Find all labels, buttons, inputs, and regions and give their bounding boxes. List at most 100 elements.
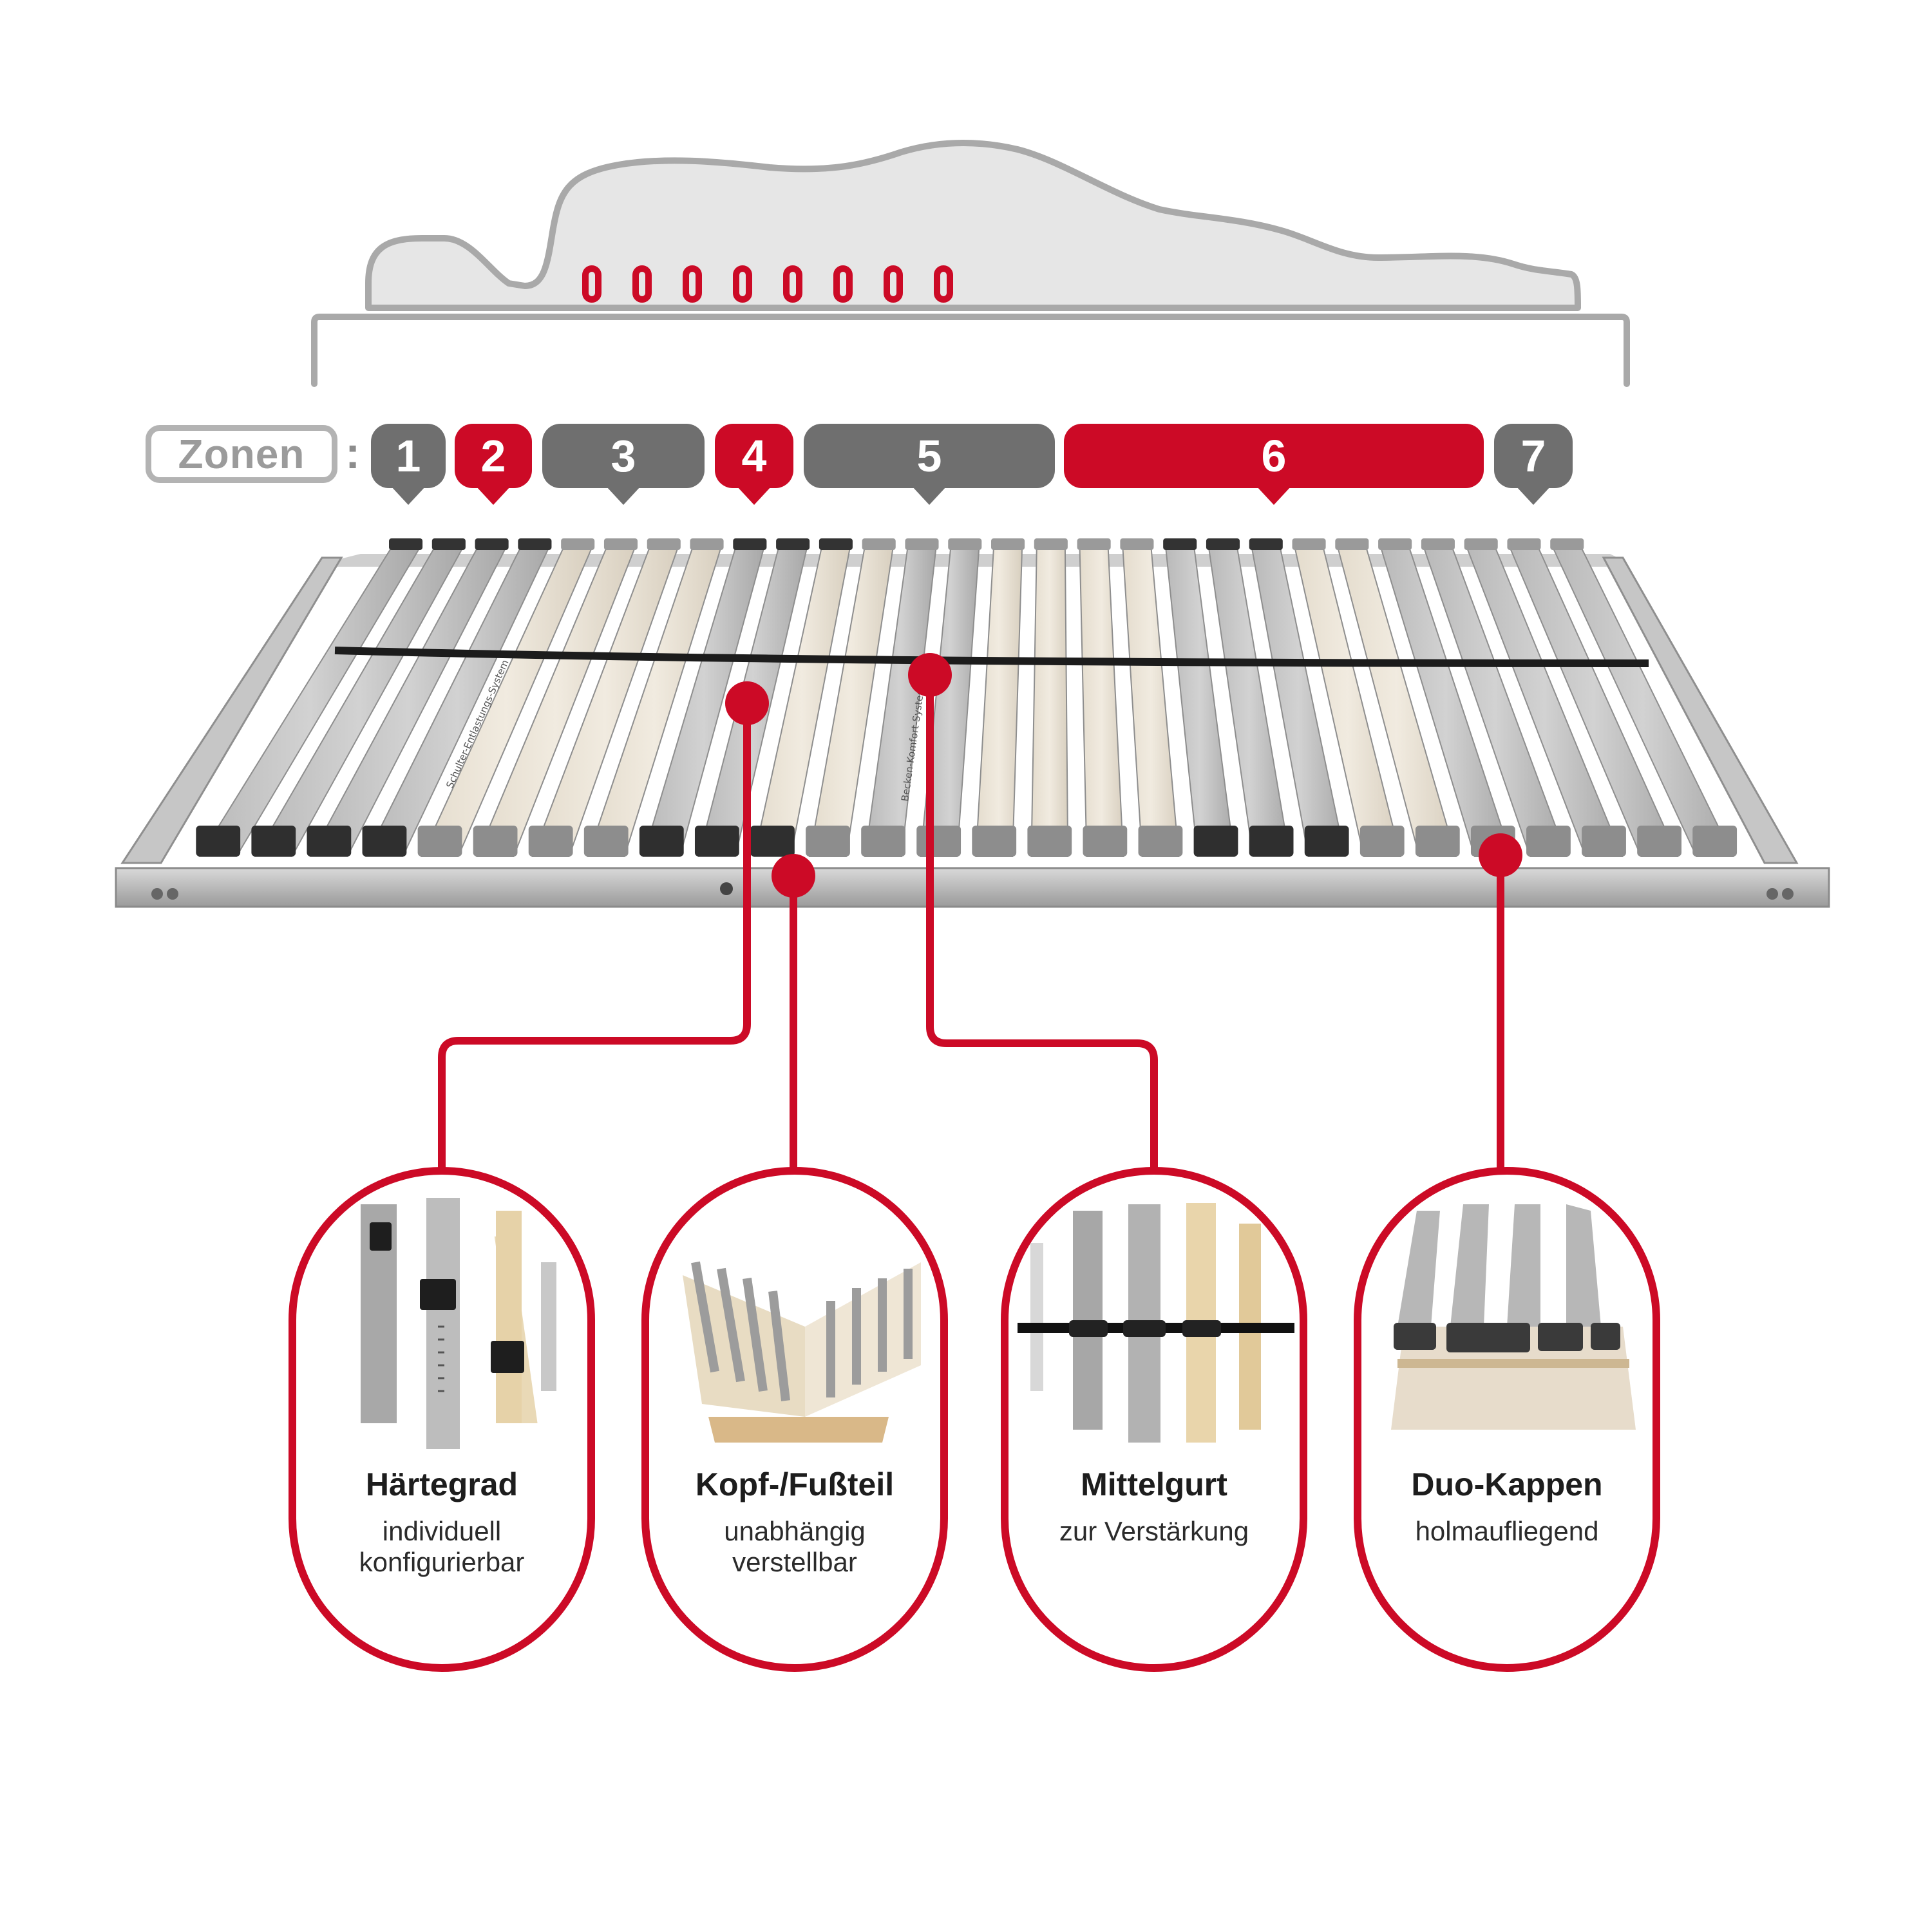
slat-cap-top: [1378, 538, 1412, 550]
slat-cap: [528, 826, 573, 857]
rail-screw-left: [151, 888, 163, 900]
feature-subtitle-haertegrad: individuell konfigurierbar: [359, 1516, 525, 1577]
zone-5: 5: [804, 424, 1055, 505]
rail-screw-left-2: [167, 888, 178, 900]
slat-cap: [1138, 826, 1183, 857]
slat-cap-top: [991, 538, 1025, 550]
slat-cap-top: [905, 538, 939, 550]
slat-cap-top: [475, 538, 509, 550]
mattress-illustration: [311, 140, 1630, 387]
slat-cap: [1083, 826, 1128, 857]
callout-dot-duo-kappen: [1479, 833, 1522, 877]
slat-cap-top: [1077, 538, 1111, 550]
slat-cap-top: [1292, 538, 1326, 550]
slat-cap-top: [603, 538, 638, 550]
slat-caps-group: [196, 538, 1738, 857]
slat-cap-top: [690, 538, 724, 550]
zone-3: 3: [542, 424, 705, 505]
slat-cap: [1359, 826, 1405, 857]
middle-strap: [334, 647, 1649, 667]
rail-screw-mid: [720, 882, 733, 895]
slat-cap-top: [431, 538, 466, 550]
zone-7: 7: [1494, 424, 1573, 505]
pressure-mark: [683, 265, 702, 303]
callout-dot-haertegrad: [725, 681, 769, 725]
slat-cap: [1415, 826, 1460, 857]
slat-cap: [417, 826, 462, 857]
pressure-mark: [833, 265, 853, 303]
zone-2: 2: [455, 424, 532, 505]
slat-cap-top: [1421, 538, 1455, 550]
zone-4: 4: [715, 424, 793, 505]
detail-image-kopf-fussteil: [683, 1261, 921, 1443]
slat-cap: [1692, 826, 1738, 857]
slat-cap-top: [1120, 538, 1154, 550]
slat-cap: [639, 826, 684, 857]
slat-cap-top: [1550, 538, 1584, 550]
slat-cap-top: [1034, 538, 1068, 550]
slat-cap-top: [647, 538, 681, 550]
slat-cap-top: [1206, 538, 1240, 550]
slat-cap: [1526, 826, 1571, 857]
slat-cap-top: [389, 538, 423, 550]
slat-cap: [1249, 826, 1294, 857]
feature-title-duo-kappen: Duo-Kappen: [1411, 1466, 1603, 1502]
zones-separator: :: [345, 428, 361, 478]
pressure-mark: [783, 265, 802, 303]
slat-cap-top: [1249, 538, 1283, 550]
pressure-mark: [733, 265, 752, 303]
feature-title-mittelgurt: Mittelgurt: [1081, 1466, 1227, 1502]
slat-cap: [583, 826, 629, 857]
slat-cap: [307, 826, 352, 857]
zones-label: Zonen: [146, 425, 337, 483]
slat-cap-top: [819, 538, 853, 550]
feature-subtitle-duo-kappen: holmaufliegend: [1415, 1516, 1599, 1546]
zone-1: 1: [371, 424, 446, 505]
slat-cap: [362, 826, 407, 857]
slat-cap: [694, 826, 739, 857]
body-silhouette: [365, 140, 1581, 311]
slat-cap-top: [948, 538, 982, 550]
slat-cap: [1637, 826, 1681, 857]
slat-cap: [1027, 826, 1072, 857]
slat-cap: [473, 826, 518, 857]
callout-dot-mittelgurt: [908, 653, 952, 697]
right-rail: [1602, 556, 1799, 864]
detail-image-mittelgurt: [1018, 1203, 1294, 1443]
rail-screw-right: [1766, 888, 1778, 900]
pressure-mark: [884, 265, 903, 303]
slat-cap: [972, 826, 1017, 857]
slat-cap-top: [518, 538, 552, 550]
feature-title-haertegrad: Härtegrad: [365, 1466, 518, 1502]
detail-image-duo-kappen: [1391, 1204, 1636, 1430]
callout-dot-kopf-fussteil: [772, 854, 815, 898]
mattress-frame: [311, 314, 1630, 387]
slat-cap-top: [1163, 538, 1197, 550]
slat-cap-top: [733, 538, 767, 550]
slat-cap-top: [1507, 538, 1541, 550]
slat-cap: [1582, 826, 1626, 857]
slat-cap-top: [1335, 538, 1369, 550]
front-rail: [115, 867, 1830, 908]
left-rail: [120, 556, 343, 864]
detail-image-haertegrad: [361, 1198, 556, 1449]
slat-cap-top: [1464, 538, 1498, 550]
slat-cap: [1304, 826, 1349, 857]
pressure-mark: [632, 265, 652, 303]
zone-6: 6: [1064, 424, 1484, 505]
slat-cap-top: [561, 538, 595, 550]
rail-screw-right-2: [1782, 888, 1794, 900]
slat-cap: [251, 826, 296, 857]
slat-cap: [861, 826, 905, 857]
slatted-frame-illustration: Schulter-Entlastungs-System Becken-Komfo…: [115, 538, 1830, 908]
slat-cap-top: [776, 538, 810, 550]
feature-subtitle-kopf-fussteil: unabhängig verstellbar: [724, 1516, 866, 1577]
slat-cap: [196, 826, 241, 857]
slat-cap-top: [862, 538, 896, 550]
slat-cap: [1193, 826, 1238, 857]
slat-cap: [750, 826, 795, 857]
pressure-mark: [582, 265, 601, 303]
feature-subtitle-mittelgurt: zur Verstärkung: [1059, 1516, 1249, 1546]
